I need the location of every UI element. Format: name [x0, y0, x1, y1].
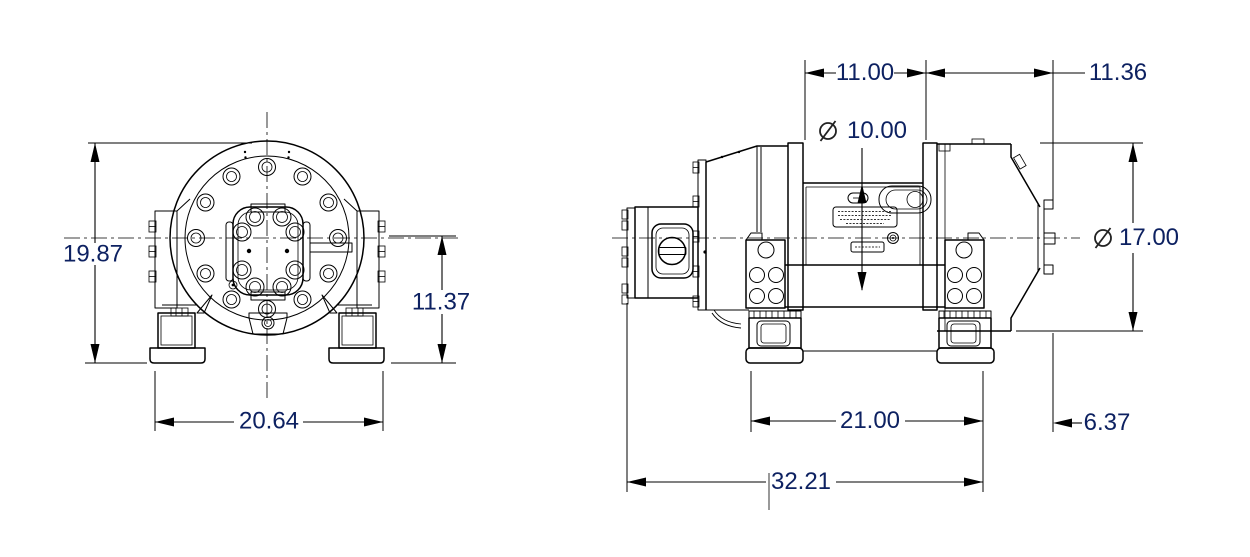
left-tie-bracket-and-foot — [148, 198, 213, 364]
right-drum-support-cone — [937, 138, 1056, 332]
dimension-end-offset: 6.37 — [1052, 333, 1131, 436]
cone-bolt — [1012, 153, 1027, 170]
dimension-label: 21.00 — [840, 407, 900, 434]
hydraulic-motor — [621, 206, 707, 305]
diameter-symbol-icon — [819, 120, 837, 142]
drum-barrel — [803, 182, 932, 265]
drum-small-tag — [850, 241, 885, 253]
dimension-label: 11.00 — [836, 59, 894, 86]
dimension-label: 17.00 — [1119, 224, 1179, 251]
dimension-label: 6.37 — [1084, 409, 1131, 436]
dimension-overall-height: 19.87 — [63, 142, 252, 364]
diameter-symbol-icon — [1094, 227, 1112, 249]
dimension-label: 32.21 — [771, 468, 831, 495]
dimension-foot-width: 20.64 — [154, 371, 384, 435]
hose-fitting — [711, 312, 742, 329]
right-tie-plate — [944, 232, 985, 309]
dimension-drum-length: 11.00 — [804, 59, 927, 140]
drum-flange-inner-circle — [184, 155, 350, 321]
dimension-overall-length: 32.21 — [626, 303, 983, 495]
side-right-foot — [936, 310, 995, 364]
dimension-center-to-base: 11.37 — [389, 235, 470, 364]
gear-housing-flange — [692, 159, 707, 311]
dimension-label: 11.36 — [1089, 59, 1147, 86]
flange-bolt-circle — [187, 158, 347, 318]
front-view — [64, 112, 458, 400]
dimension-right-end-length: 11.36 — [926, 59, 1147, 200]
rim-dot-marks — [243, 150, 291, 159]
side-view — [612, 138, 1080, 510]
grease-fitting — [228, 280, 238, 290]
dowel-pin — [284, 248, 290, 254]
cone-end-stack — [1037, 199, 1056, 275]
dimension-flange-diameter: 17.00 — [1016, 142, 1179, 332]
side-left-foot — [745, 310, 804, 364]
drum-flanges — [787, 142, 938, 311]
left-drum-support — [705, 145, 788, 329]
drum-warning-label — [832, 206, 898, 228]
dimension-mount-length: 21.00 — [750, 371, 984, 492]
bottom-bracket — [248, 312, 288, 335]
motor-shaft-face — [657, 236, 687, 266]
adapter-arm — [309, 242, 353, 253]
right-tie-bracket-and-foot — [321, 198, 386, 364]
dimension-label: 20.64 — [239, 408, 299, 435]
drum-flange-outer-circle — [169, 140, 365, 336]
dimension-drum-diameter: 10.00 — [819, 117, 907, 291]
adapter-bolts — [232, 207, 305, 297]
left-tie-plate — [745, 232, 786, 309]
motor-port-bosses — [621, 209, 629, 305]
motor-adapter — [225, 203, 353, 301]
dimension-label: 11.37 — [412, 289, 470, 316]
port-plug — [887, 232, 899, 244]
dowel-pin — [246, 248, 252, 254]
base-crossmember — [785, 264, 945, 308]
dimension-label: 19.87 — [63, 241, 123, 268]
dimension-label: 10.00 — [847, 117, 907, 144]
